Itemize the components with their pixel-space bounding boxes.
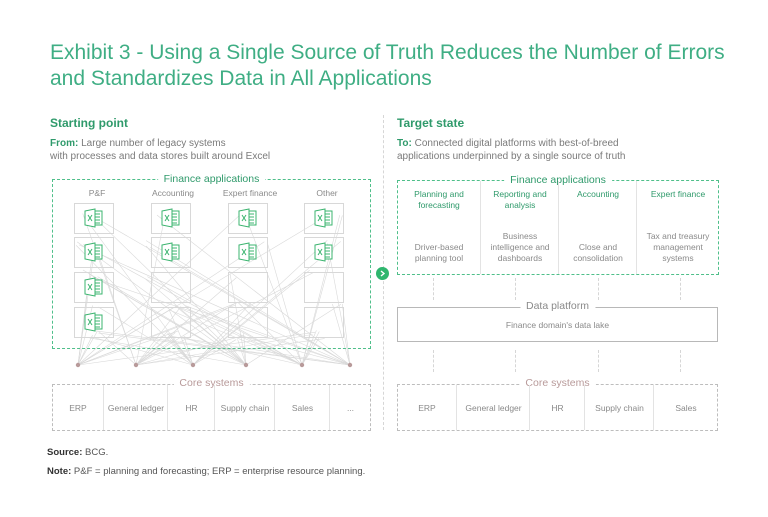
column-label-other: Other	[316, 188, 337, 198]
core-system-node	[76, 363, 80, 367]
core-system-node	[348, 363, 352, 367]
source-note: Source: BCG.	[47, 447, 108, 458]
empty-app-cell	[304, 307, 344, 338]
right-finance-apps-box: Finance applications Planning and foreca…	[397, 180, 719, 275]
excel-file-icon	[238, 208, 258, 228]
app-title: Planning and forecasting	[398, 189, 480, 211]
core-item-hr: HR	[529, 385, 585, 430]
connector-line	[433, 278, 434, 300]
core-item-general-ledger: General ledger	[456, 385, 530, 430]
app-title: Expert finance	[637, 189, 719, 200]
right-core-systems-box: Core systems ERP General ledger HR Suppl…	[397, 384, 718, 431]
core-item-erp: ERP	[53, 385, 103, 430]
excel-app-cell	[74, 203, 114, 234]
core-system-node	[300, 363, 304, 367]
core-item-sales: Sales	[653, 385, 718, 430]
core-item-general-ledger: General ledger	[103, 385, 168, 430]
excel-app-cell	[74, 307, 114, 338]
excel-app-cell	[228, 203, 268, 234]
app-planning-forecasting: Planning and forecasting Driver-based pl…	[398, 181, 480, 274]
core-item-supply-chain: Supply chain	[584, 385, 654, 430]
empty-app-cell	[151, 307, 191, 338]
excel-file-icon	[84, 208, 104, 228]
target-state-heading: Target state	[397, 116, 464, 130]
excel-app-cell	[74, 272, 114, 303]
column-label-pf: P&F	[89, 188, 106, 198]
excel-file-icon	[84, 277, 104, 297]
connector-line	[680, 350, 681, 372]
app-title: Accounting	[559, 189, 637, 200]
app-expert-finance: Expert finance Tax and treasury manageme…	[636, 181, 719, 274]
app-desc: Close and consolidation	[559, 242, 637, 264]
empty-app-cell	[228, 272, 268, 303]
connector-line	[598, 350, 599, 372]
abbreviation-note: Note: P&F = planning and forecasting; ER…	[47, 466, 365, 477]
excel-file-icon	[161, 242, 181, 262]
connector-line	[598, 278, 599, 300]
to-label: To:	[397, 138, 412, 149]
connector-line	[680, 278, 681, 300]
core-item-sales: Sales	[274, 385, 330, 430]
app-title: Reporting and analysis	[481, 189, 559, 211]
core-item-hr: HR	[167, 385, 215, 430]
excel-app-cell	[151, 203, 191, 234]
excel-file-icon	[314, 242, 334, 262]
core-system-node	[244, 363, 248, 367]
excel-app-cell	[304, 237, 344, 268]
left-finance-apps-label: Finance applications	[158, 173, 266, 185]
empty-app-cell	[228, 307, 268, 338]
core-item-supply-chain: Supply chain	[214, 385, 275, 430]
app-desc: Business intelligence and dashboards	[481, 231, 559, 264]
connector-line	[515, 350, 516, 372]
app-reporting-analysis: Reporting and analysis Business intellig…	[480, 181, 559, 274]
data-platform-desc: Finance domain's data lake	[398, 320, 717, 330]
app-accounting: Accounting Close and consolidation	[558, 181, 637, 274]
core-system-node	[134, 363, 138, 367]
excel-app-cell	[304, 203, 344, 234]
core-item-erp: ERP	[398, 385, 456, 430]
source-label: Source:	[47, 447, 82, 458]
data-platform-box: Data platform Finance domain's data lake	[397, 307, 718, 342]
excel-file-icon	[314, 208, 334, 228]
excel-file-icon	[161, 208, 181, 228]
core-system-node	[191, 363, 195, 367]
note-text: P&F = planning and forecasting; ERP = en…	[74, 466, 365, 477]
source-text: BCG.	[85, 447, 108, 458]
excel-app-cell	[74, 237, 114, 268]
empty-app-cell	[304, 272, 344, 303]
excel-app-cell	[151, 237, 191, 268]
to-text-line1: Connected digital platforms with best-of…	[415, 138, 619, 149]
excel-file-icon	[238, 242, 258, 262]
note-label: Note:	[47, 466, 71, 477]
target-state-description: To: Connected digital platforms with bes…	[397, 137, 727, 163]
excel-file-icon	[84, 312, 104, 332]
connector-line	[515, 278, 516, 300]
core-item-more: ...	[329, 385, 371, 430]
column-label-expert-finance: Expert finance	[223, 188, 277, 198]
empty-app-cell	[151, 272, 191, 303]
excel-app-cell	[228, 237, 268, 268]
app-desc: Driver-based planning tool	[398, 242, 480, 264]
left-core-systems-box: Core systems ERP General ledger HR Suppl…	[52, 384, 371, 431]
excel-file-icon	[84, 242, 104, 262]
chevron-right-circle-icon	[376, 267, 389, 280]
data-platform-label: Data platform	[520, 300, 595, 312]
connector-line	[433, 350, 434, 372]
column-label-accounting: Accounting	[152, 188, 194, 198]
to-text-line2: applications underpinned by a single sou…	[397, 151, 625, 162]
app-desc: Tax and treasury management systems	[637, 231, 719, 264]
